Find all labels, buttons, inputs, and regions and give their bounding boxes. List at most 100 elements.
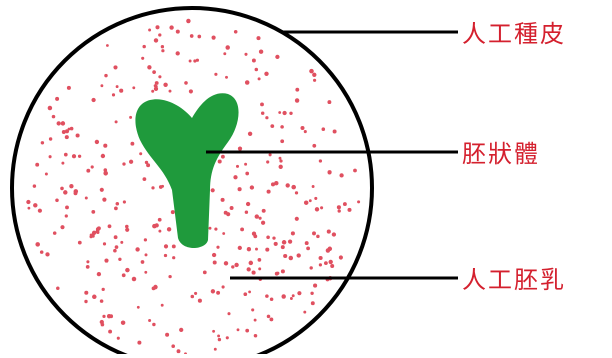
endosperm-dot [274,242,278,246]
endosperm-label: 人工胚乳 [462,268,566,292]
endosperm-dot [313,284,317,288]
endosperm-dot [165,333,169,337]
endosperm-dot [122,273,126,277]
endosperm-dot [103,144,107,148]
endosperm-dot [221,198,225,202]
endosperm-dot [144,271,147,274]
embryoid-shape [135,93,238,248]
endosperm-dot [155,223,159,227]
endosperm-dot [148,319,151,322]
endosperm-dot [100,320,104,324]
endosperm-dot [261,111,264,114]
endosperm-dot [289,256,293,260]
endosperm-dot [238,187,242,191]
endosperm-dot [240,227,244,231]
endosperm-dot [258,77,261,80]
endosperm-dot [357,200,360,203]
endosperm-dot [189,60,192,63]
endosperm-dot [243,292,247,296]
endosperm-dot [96,227,100,231]
endosperm-dot [74,191,78,195]
endosperm-dot [154,87,158,91]
endosperm-dot [272,236,275,239]
endosperm-dot [319,256,323,260]
endosperm-dot [167,227,171,231]
endosperm-dot [61,162,64,165]
endosperm-dot [280,139,284,143]
endosperm-dot [100,299,104,303]
endosperm-dot [259,217,262,220]
endosperm-dot [224,261,228,265]
endosperm-dot [197,35,201,39]
endosperm-dot [144,238,147,241]
endosperm-dot [295,191,298,194]
endosperm-dot [72,154,76,158]
endosperm-dot [256,36,260,40]
endosperm-dot [117,337,120,340]
endosperm-dot [238,246,242,250]
endosperm-dot [64,153,68,157]
endosperm-dot [330,264,334,268]
endosperm-dot [214,73,217,76]
endosperm-dot [145,253,148,256]
endosperm-dot [155,25,159,29]
endosperm-dot [264,72,268,76]
endosperm-dot [86,265,90,269]
endosperm-dot [171,344,175,348]
endosperm-dot [106,44,109,47]
endosperm-dot [262,209,266,213]
endosperm-dot [309,199,312,202]
endosperm-dot [291,185,296,190]
endosperm-dot [332,232,336,236]
endosperm-dot [123,200,126,203]
endosperm-dot [115,120,118,123]
endosperm-dot [319,159,322,162]
endosperm-dot [125,228,129,232]
endosperm-dot [203,271,207,275]
endosperm-dot [49,155,52,158]
endosperm-dot [281,269,285,273]
endosperm-dot [143,177,147,181]
endosperm-dot [102,315,105,318]
endosperm-dot [252,59,256,63]
endosperm-dot [227,312,230,315]
endosperm-dot [222,232,225,235]
endosperm-dot [161,49,164,52]
endosperm-dot [67,86,71,90]
endosperm-dot [216,246,219,249]
endosperm-dot [221,155,225,159]
endosperm-dot [84,291,88,295]
endosperm-dot [223,52,226,55]
endosperm-dot [300,126,304,130]
endosperm-dot [161,185,164,188]
endosperm-dot [115,245,119,249]
endosperm-dot [213,261,217,265]
endosperm-dot [153,285,157,289]
endosperm-dot [129,160,133,164]
endosperm-dot [129,116,132,119]
endosperm-dot [92,231,96,235]
endosperm-dot [233,175,237,179]
endosperm-dot [226,212,230,216]
endosperm-dot [104,168,108,172]
endosperm-dot [76,133,80,137]
endosperm-dot [57,121,61,125]
endosperm-dot [102,288,105,291]
endosperm-dot [194,292,197,295]
endosperm-dot [267,190,271,194]
endosperm-dot [254,319,257,322]
endosperm-dot [191,295,195,299]
endosperm-dot [86,260,89,263]
endosperm-dot [108,330,112,334]
endosperm-dot [230,206,234,210]
endosperm-dot [132,277,137,282]
endosperm-dot [252,271,256,275]
endosperm-dot [247,247,251,251]
endosperm-dot [238,146,242,150]
endosperm-dot [310,266,313,269]
endosperm-dot [295,217,299,221]
endosperm-dot [326,248,330,252]
endosperm-dot [141,57,144,60]
endosperm-dot [141,260,145,264]
endosperm-dot [212,36,216,40]
